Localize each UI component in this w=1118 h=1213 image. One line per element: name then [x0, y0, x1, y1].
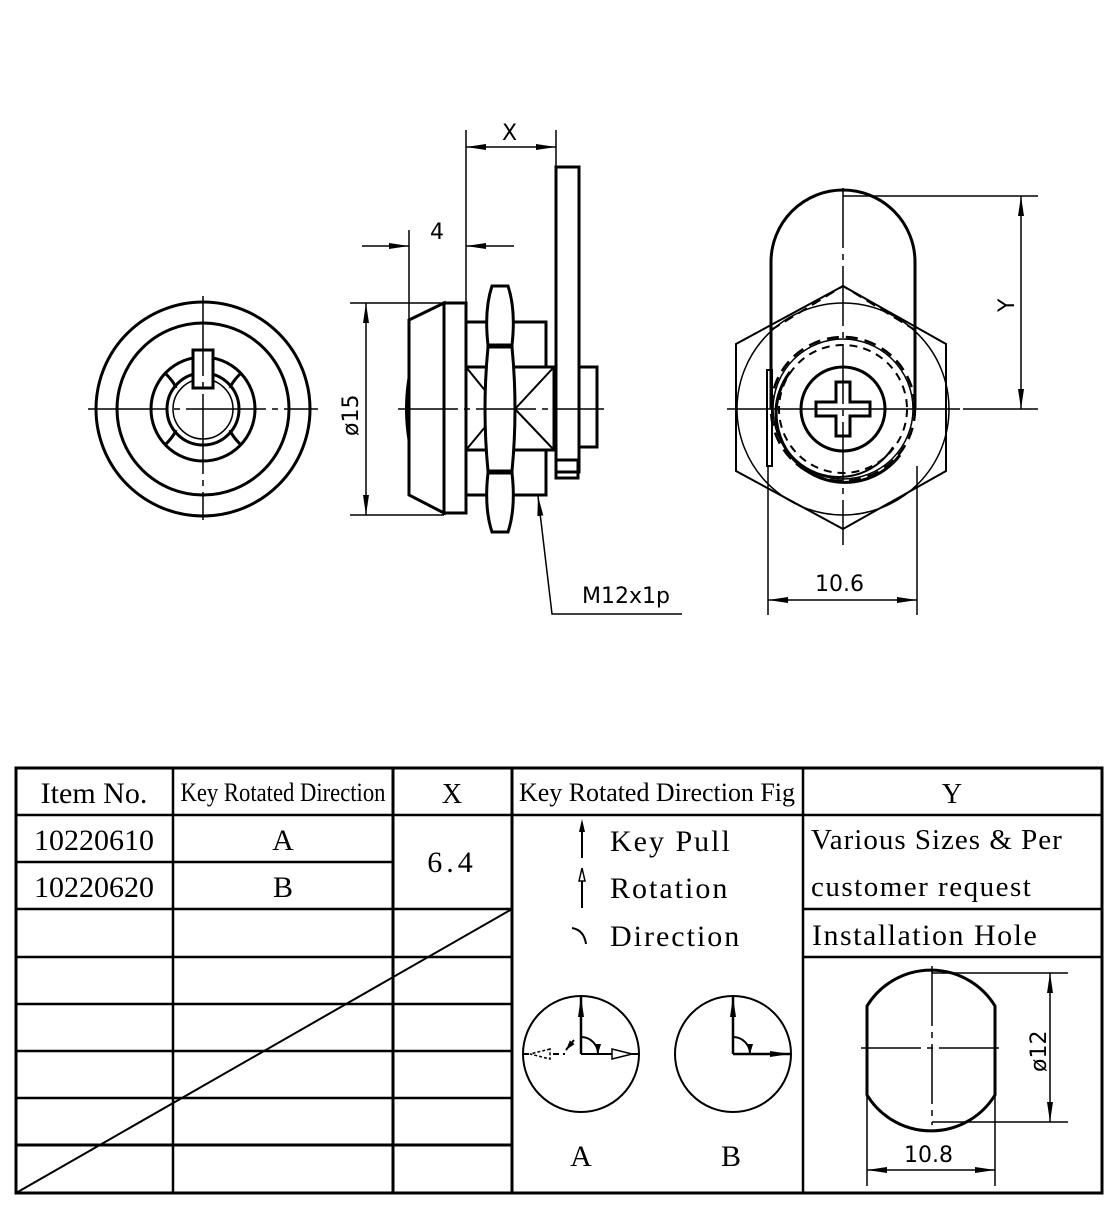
legend-direction: Direction — [571, 920, 741, 953]
thread-label: M12x1p — [582, 584, 670, 609]
table-border — [14, 766, 1104, 1195]
hex-diag-4 — [514, 408, 555, 451]
dim-4-label: 4 — [430, 220, 444, 245]
header-key-rotated-direction-fig: Key Rotated Direction Fig — [519, 778, 795, 807]
legend-label-direction: Direction — [610, 920, 741, 953]
solid-ring-arc-2 — [774, 379, 894, 479]
fig-a-direction-arc-ccw — [565, 1039, 575, 1051]
spec-table — [14, 766, 1104, 1195]
phillips-cross — [814, 380, 872, 438]
cam-left-edge — [766, 369, 773, 467]
fig-a-direction-arc-cw — [580, 1036, 601, 1055]
dim-y-label: Y — [995, 298, 1020, 313]
cell-x-value: 6.4 — [427, 846, 477, 879]
hole-dia12-label: ø12 — [1027, 1031, 1052, 1072]
cam-hub — [577, 365, 599, 449]
arc-direction-icon — [571, 927, 587, 945]
installation-hole — [861, 966, 1068, 1186]
wafer-slot-right-bottom — [228, 429, 243, 447]
thread-leader — [537, 495, 682, 615]
filled-arrow-up-icon — [579, 819, 585, 858]
fig-a-hollow-arrow-left — [529, 1048, 551, 1060]
cell-item-no-2: 10220620 — [34, 871, 154, 904]
y-value-line2: customer request — [811, 871, 1032, 903]
wafer-slot-left-bottom — [163, 429, 178, 447]
installation-hole-label: Installation Hole — [812, 919, 1038, 952]
header-key-rotated-direction: Key Rotated Direction — [181, 778, 386, 807]
side-view — [350, 130, 682, 615]
cam-foot — [554, 458, 580, 480]
wafer-slot-left-top — [163, 371, 178, 389]
fig-b-circle — [674, 995, 792, 1113]
hollow-arrow-up-icon — [578, 867, 586, 908]
rear-view — [727, 188, 1038, 615]
header-y: Y — [942, 779, 962, 810]
front-view — [88, 296, 318, 520]
header-x: X — [442, 779, 462, 810]
dim-x-label: X — [502, 121, 517, 146]
hole-width-label: 10.8 — [904, 1143, 953, 1168]
dim-width-label: 10.6 — [815, 572, 864, 597]
cell-item-no-1: 10220610 — [34, 824, 154, 857]
hole-outline — [865, 968, 997, 1133]
legend-rotation: Rotation — [578, 867, 729, 908]
fig-a-hollow-arrow-right — [611, 1048, 633, 1060]
cell-direction-1: A — [272, 824, 294, 857]
legend-key-pull: Key Pull — [579, 819, 732, 858]
fig-a — [522, 995, 640, 1113]
dim-dia15-label: ø15 — [339, 395, 364, 436]
bezel-flange — [442, 301, 468, 515]
hex-diag-3 — [514, 366, 555, 410]
empty-rows-diagonal — [15, 908, 513, 1194]
fig-b-direction-arc — [732, 1036, 753, 1055]
nut-bottom-lobe — [485, 471, 515, 534]
header-item-no: Item No. — [41, 777, 148, 810]
y-value-line1: Various Sizes & Per — [811, 824, 1063, 856]
wafer-slot-right-top — [228, 371, 243, 389]
bezel — [407, 300, 446, 516]
nut-top-lobe — [485, 284, 515, 347]
legend-label-key-pull: Key Pull — [610, 825, 732, 858]
fig-b — [674, 995, 792, 1113]
cell-direction-2: B — [273, 871, 293, 904]
legend-label-rotation: Rotation — [610, 872, 729, 905]
cam-blade — [554, 165, 581, 474]
fig-a-label: A — [570, 1140, 592, 1173]
fig-b-label: B — [721, 1140, 741, 1173]
